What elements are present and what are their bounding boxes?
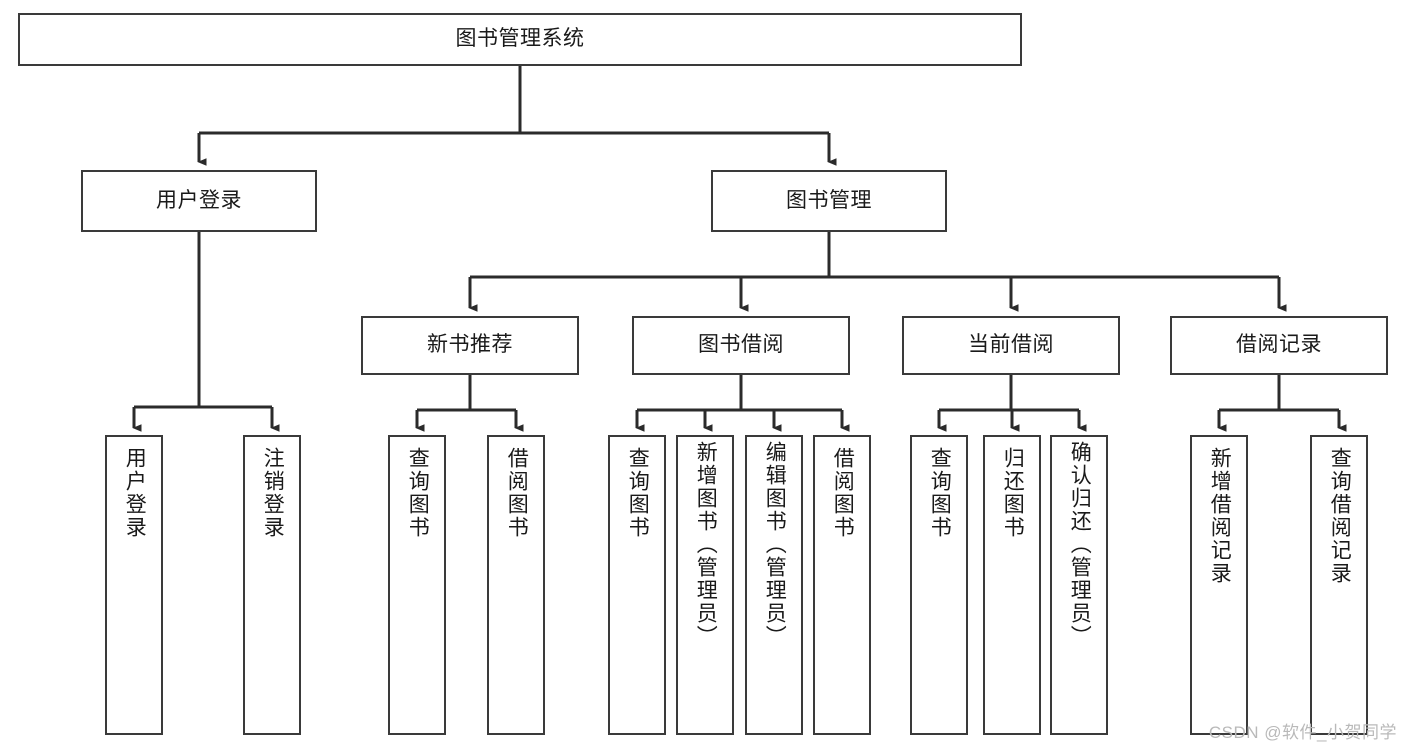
node-leaf-query-book-1-label: 查询图书 [406, 447, 430, 539]
node-book-borrow-label: 图书借阅 [698, 333, 784, 357]
node-leaf-borrow-book-1[interactable]: 借阅图书 [487, 435, 545, 735]
node-leaf-query-book-2[interactable]: 查询图书 [608, 435, 666, 735]
node-current-borrow-label: 当前借阅 [968, 333, 1054, 357]
node-leaf-edit-book-label: 编辑图书（管理员） [763, 441, 787, 648]
node-borrow-record[interactable]: 借阅记录 [1170, 316, 1388, 375]
node-leaf-query-record[interactable]: 查询借阅记录 [1310, 435, 1368, 735]
node-user-login[interactable]: 用户登录 [81, 170, 317, 232]
node-leaf-logout[interactable]: 注销登录 [243, 435, 301, 735]
node-leaf-borrow-book-1-label: 借阅图书 [505, 447, 529, 539]
node-leaf-borrow-book-2-label: 借阅图书 [831, 447, 855, 539]
node-leaf-add-book[interactable]: 新增图书（管理员） [676, 435, 734, 735]
node-root[interactable]: 图书管理系统 [18, 13, 1022, 66]
node-leaf-add-record[interactable]: 新增借阅记录 [1190, 435, 1248, 735]
node-leaf-confirm-return-label: 确认归还（管理员） [1068, 441, 1092, 648]
node-leaf-user-login-label: 用户登录 [123, 447, 147, 539]
watermark-text: CSDN @软件_小贺同学 [1208, 723, 1397, 742]
node-new-book-rec[interactable]: 新书推荐 [361, 316, 579, 375]
node-root-label: 图书管理系统 [455, 27, 585, 51]
node-borrow-record-label: 借阅记录 [1236, 333, 1322, 357]
node-leaf-return-book-label: 归还图书 [1001, 447, 1025, 539]
node-leaf-add-book-label: 新增图书（管理员） [694, 441, 718, 648]
node-current-borrow[interactable]: 当前借阅 [902, 316, 1120, 375]
node-book-borrow[interactable]: 图书借阅 [632, 316, 850, 375]
node-new-book-rec-label: 新书推荐 [427, 333, 513, 357]
node-leaf-query-book-3[interactable]: 查询图书 [910, 435, 968, 735]
node-leaf-confirm-return[interactable]: 确认归还（管理员） [1050, 435, 1108, 735]
node-user-login-label: 用户登录 [156, 188, 242, 212]
node-leaf-query-record-label: 查询借阅记录 [1328, 447, 1352, 585]
node-leaf-query-book-3-label: 查询图书 [928, 447, 952, 539]
node-leaf-user-login[interactable]: 用户登录 [105, 435, 163, 735]
node-leaf-query-book-1[interactable]: 查询图书 [388, 435, 446, 735]
node-leaf-logout-label: 注销登录 [261, 447, 285, 539]
node-leaf-add-record-label: 新增借阅记录 [1208, 447, 1232, 585]
node-leaf-borrow-book-2[interactable]: 借阅图书 [813, 435, 871, 735]
node-leaf-return-book[interactable]: 归还图书 [983, 435, 1041, 735]
node-book-manage[interactable]: 图书管理 [711, 170, 947, 232]
node-leaf-edit-book[interactable]: 编辑图书（管理员） [745, 435, 803, 735]
node-book-manage-label: 图书管理 [786, 188, 872, 212]
node-leaf-query-book-2-label: 查询图书 [626, 447, 650, 539]
